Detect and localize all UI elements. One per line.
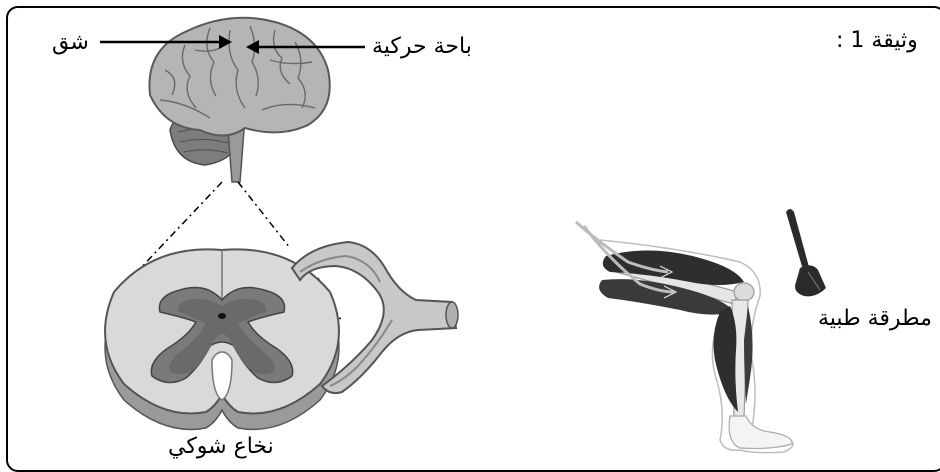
fissure-label: شق: [52, 32, 89, 54]
spinal-cord-label: نخاع شوكي: [168, 436, 274, 458]
reflex-hammer-illustration: [786, 209, 826, 296]
cerebrum: [149, 18, 329, 136]
spinal-cord-section: [105, 242, 458, 429]
leg-illustration: [576, 222, 793, 453]
brain-stem: [228, 130, 244, 182]
calf-muscles: [713, 306, 738, 412]
central-canal: [218, 313, 226, 319]
document-title: وثيقة 1 :: [836, 30, 918, 52]
motor-area-label: باحة حركية: [372, 36, 472, 58]
reflex-hammer-label: مطرقة طبية: [818, 308, 932, 330]
